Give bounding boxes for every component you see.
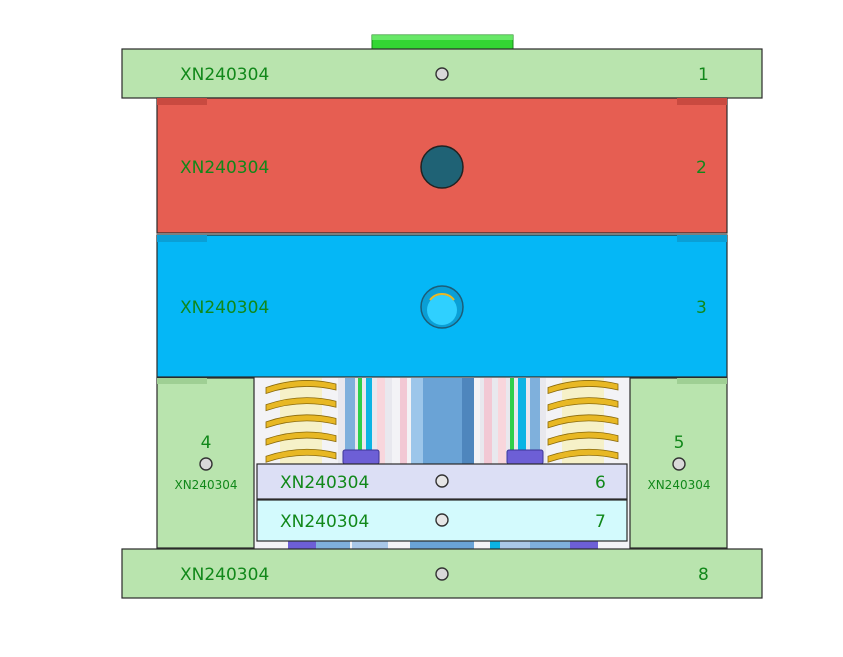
plate-3-code: XN240304: [180, 298, 269, 318]
plate-4: 4 XN240304: [156, 377, 255, 549]
plate-2-code: XN240304: [180, 158, 269, 178]
plate-6: XN240304 6: [256, 463, 628, 500]
spring-icon: [265, 378, 337, 464]
plate-7-code: XN240304: [280, 512, 369, 532]
plate-1-number: 1: [698, 65, 709, 85]
pin-head-left: [342, 449, 380, 465]
plate-5: 5 XN240304: [629, 377, 728, 549]
plate-6-code: XN240304: [280, 473, 369, 493]
plate-5-number: 5: [674, 433, 685, 453]
spring-icon: [547, 378, 619, 464]
plate-4-number: 4: [201, 433, 212, 453]
sprue-hole-icon: [420, 145, 464, 189]
plate-4-code: XN240304: [174, 478, 237, 492]
plate-5-code: XN240304: [647, 478, 710, 492]
plate-7-number: 7: [595, 512, 606, 532]
plate-8: XN240304 8: [121, 548, 763, 599]
plate-1: XN240304 1: [121, 48, 763, 99]
screw-hole-icon: [672, 457, 686, 471]
plate-8-number: 8: [698, 565, 709, 585]
screw-hole-icon: [435, 513, 449, 527]
plate-8-code: XN240304: [180, 565, 269, 585]
plate-3: XN240304 3: [156, 234, 728, 378]
plate-6-number: 6: [595, 473, 606, 493]
screw-hole-icon: [435, 67, 449, 81]
screw-hole-icon: [435, 567, 449, 581]
plate-2: XN240304 2: [156, 97, 728, 234]
plate-3-number: 3: [696, 298, 707, 318]
screw-hole-icon: [435, 474, 449, 488]
screw-hole-icon: [199, 457, 213, 471]
pin-head-right: [506, 449, 544, 465]
plate-7: XN240304 7: [256, 499, 628, 542]
plate-2-number: 2: [696, 158, 707, 178]
plate-1-code: XN240304: [180, 65, 269, 85]
